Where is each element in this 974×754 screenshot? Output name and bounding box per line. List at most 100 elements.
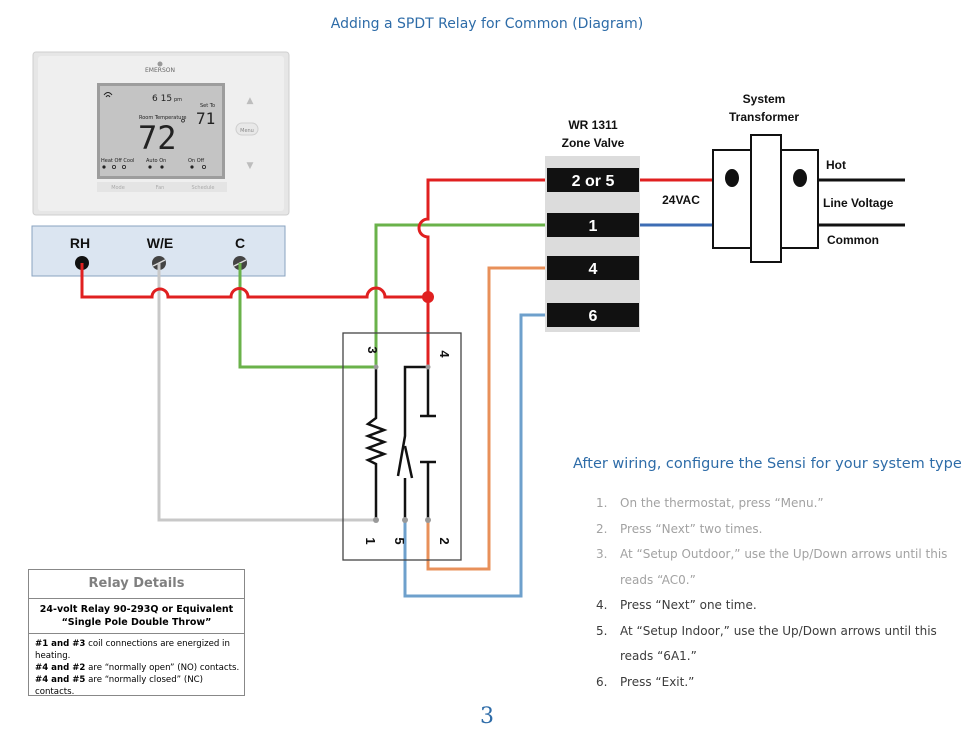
- set-to-value: 71: [196, 109, 215, 128]
- menu-button[interactable]: [235, 122, 259, 136]
- relay-note-1-pins: #1 and #3: [35, 639, 86, 649]
- red-junction-dot: [422, 291, 434, 303]
- transformer-primary-coil-icon: [793, 169, 807, 187]
- relay-pin-4-dot: [425, 364, 431, 370]
- step-number: 2.: [596, 521, 608, 536]
- wire-orange: [426, 266, 547, 571]
- transformer-core: [750, 134, 782, 263]
- line-voltage-label: Line Voltage: [823, 196, 894, 210]
- wire-we-gray: [157, 263, 376, 522]
- step-number: 4.: [596, 598, 608, 612]
- brand-logo-icon: [157, 61, 163, 67]
- schedule-button[interactable]: Schedule: [192, 185, 215, 191]
- relay-details-header: Relay Details: [29, 570, 244, 599]
- relay-model-line1: 24-volt Relay 90-293Q or Equivalent: [39, 604, 234, 615]
- wires: [80, 178, 713, 598]
- step-text: On the thermostat, press “Menu.”: [620, 496, 824, 510]
- relay-note-3-pins: #4 and #5: [35, 675, 86, 685]
- relay-note-2-pins: #4 and #2: [35, 663, 86, 673]
- relay-note-2-text: are “normally open” (NO) contacts.: [85, 663, 240, 673]
- page-number: 3: [480, 704, 494, 729]
- up-arrow-icon[interactable]: ▲: [247, 96, 254, 106]
- set-to-label: Set To: [200, 103, 215, 109]
- step-text: Press “Next” one time.: [620, 598, 757, 612]
- transformer-secondary-coil-icon: [725, 169, 739, 187]
- zone-valve-terminal-1: [547, 213, 639, 237]
- zone-valve-title: Zone Valve: [562, 136, 625, 150]
- relay-model-line2: “Single Pole Double Throw”: [61, 617, 212, 628]
- wire-rh-red: [80, 263, 428, 299]
- room-temperature-label: Room Temperature: [139, 115, 187, 121]
- instruction-step: 1. On the thermostat, press “Menu.”: [596, 491, 956, 517]
- step-number: 1.: [596, 496, 608, 510]
- wifi-icon: [103, 92, 113, 98]
- relay-pin-3-label: 3: [365, 346, 380, 353]
- relay-pin-5-label: 5: [392, 537, 407, 544]
- step-text: At “Setup Outdoor,” use the Up/Down arro…: [620, 547, 948, 587]
- degree-symbol: °: [180, 117, 186, 131]
- step-text: At “Setup Indoor,” use the Up/Down arrow…: [620, 623, 937, 664]
- wire-c-green: [238, 263, 376, 369]
- instructions-steps: 1. On the thermostat, press “Menu.” 2. Pre…: [596, 491, 956, 695]
- relay-note-2: #4 and #2 are “normally open” (NO) conta…: [35, 662, 240, 674]
- instruction-step: 3. At “Setup Outdoor,” use the Up/Down ar…: [596, 542, 956, 593]
- relay-note-1: #1 and #3 coil connections are energized…: [35, 638, 240, 662]
- instruction-step: 2. Press “Next” two times.: [596, 517, 956, 543]
- transformer-title-line1: System: [743, 92, 786, 106]
- mode-indicator-dots: [102, 164, 206, 169]
- relay-note-3: #4 and #5 are “normally closed” (NC) con…: [35, 674, 240, 698]
- relay-pin-2-dot: [425, 517, 431, 523]
- relay-pin-3-dot: [373, 364, 379, 370]
- down-arrow-icon[interactable]: ▼: [247, 161, 254, 171]
- terminal-label-we: W/E: [147, 235, 173, 251]
- step-number: 5.: [596, 623, 608, 638]
- zone-valve-terminal-2or5: [547, 168, 639, 192]
- relay-notes: #1 and #3 coil connections are energized…: [29, 634, 244, 698]
- hot-label: Hot: [826, 158, 846, 172]
- zone-valve-model: WR 1311: [568, 118, 618, 132]
- relay-details-box: Relay Details 24-volt Relay 90-293Q or E…: [28, 569, 245, 698]
- zone-valve: WR 1311 Zone Valve 2 or 5 1 4 6: [545, 118, 640, 332]
- page-title: Adding a SPDT Relay for Common (Diagram): [330, 16, 644, 32]
- zone-valve-terminal-4: [547, 256, 639, 280]
- spdt-relay: 3 4 1 5 2: [342, 332, 462, 561]
- system-transformer: System Transformer 24VAC Hot Line Voltag…: [662, 92, 905, 263]
- schedule-values: On Off: [188, 158, 205, 164]
- instructions-title: After wiring, configure the Sensi for yo…: [573, 456, 962, 472]
- transformer-title-line2: Transformer: [729, 110, 799, 124]
- thermostat: EMERSON 6 15 pm Room Temperature 72 ° Se…: [32, 51, 290, 216]
- fan-values: Auto On: [146, 158, 166, 164]
- mode-values: Heat Off Cool: [101, 158, 134, 164]
- step-number: 3.: [596, 547, 608, 561]
- thermostat-display: [100, 86, 222, 176]
- common-label: Common: [827, 233, 879, 247]
- relay-pin-5-dot: [402, 517, 408, 523]
- relay-pin-4-label: 4: [437, 350, 452, 358]
- instruction-step: 6.Press “Exit.”: [596, 670, 956, 696]
- relay-pin-1-dot: [373, 517, 379, 523]
- wire-red-to-valve: [417, 178, 547, 297]
- relay-switch-icon: [396, 365, 436, 520]
- mode-button[interactable]: Mode: [111, 185, 125, 191]
- relay-body: [342, 332, 462, 561]
- relay-model: 24-volt Relay 90-293Q or Equivalent “Sin…: [29, 599, 244, 634]
- zone-valve-terminal-1-label: 1: [589, 218, 598, 235]
- step-text: Press “Next” two times.: [620, 521, 763, 536]
- display-time-suffix: pm: [174, 97, 182, 103]
- relay-pin-1-label: 1: [363, 537, 378, 544]
- zone-valve-terminal-6: [547, 303, 639, 327]
- step-number: 6.: [596, 674, 608, 689]
- zone-valve-terminal-2or5-label: 2 or 5: [572, 173, 615, 190]
- relay-note-3-text: are “normally closed” (NC) contacts.: [35, 675, 203, 697]
- relay-note-1-text: coil connections are energized in heatin…: [35, 639, 230, 661]
- wire-green-to-valve: [374, 223, 547, 367]
- zone-valve-terminal-4-label: 4: [589, 261, 598, 278]
- display-time: 6 15: [152, 94, 172, 104]
- wire-blue: [403, 313, 547, 598]
- fan-button[interactable]: Fan: [156, 185, 165, 191]
- relay-coil-icon: [364, 367, 388, 520]
- instruction-step: 5. At “Setup Indoor,” use the Up/Down arr…: [596, 619, 956, 670]
- terminal-label-rh: RH: [70, 235, 90, 251]
- instruction-step: 4. Press “Next” one time.: [596, 593, 956, 619]
